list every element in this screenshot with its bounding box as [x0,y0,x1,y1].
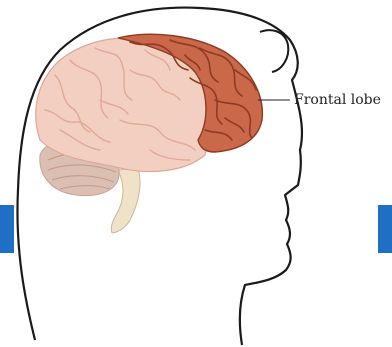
frontal-lobe-label: Frontal lobe [294,92,381,108]
